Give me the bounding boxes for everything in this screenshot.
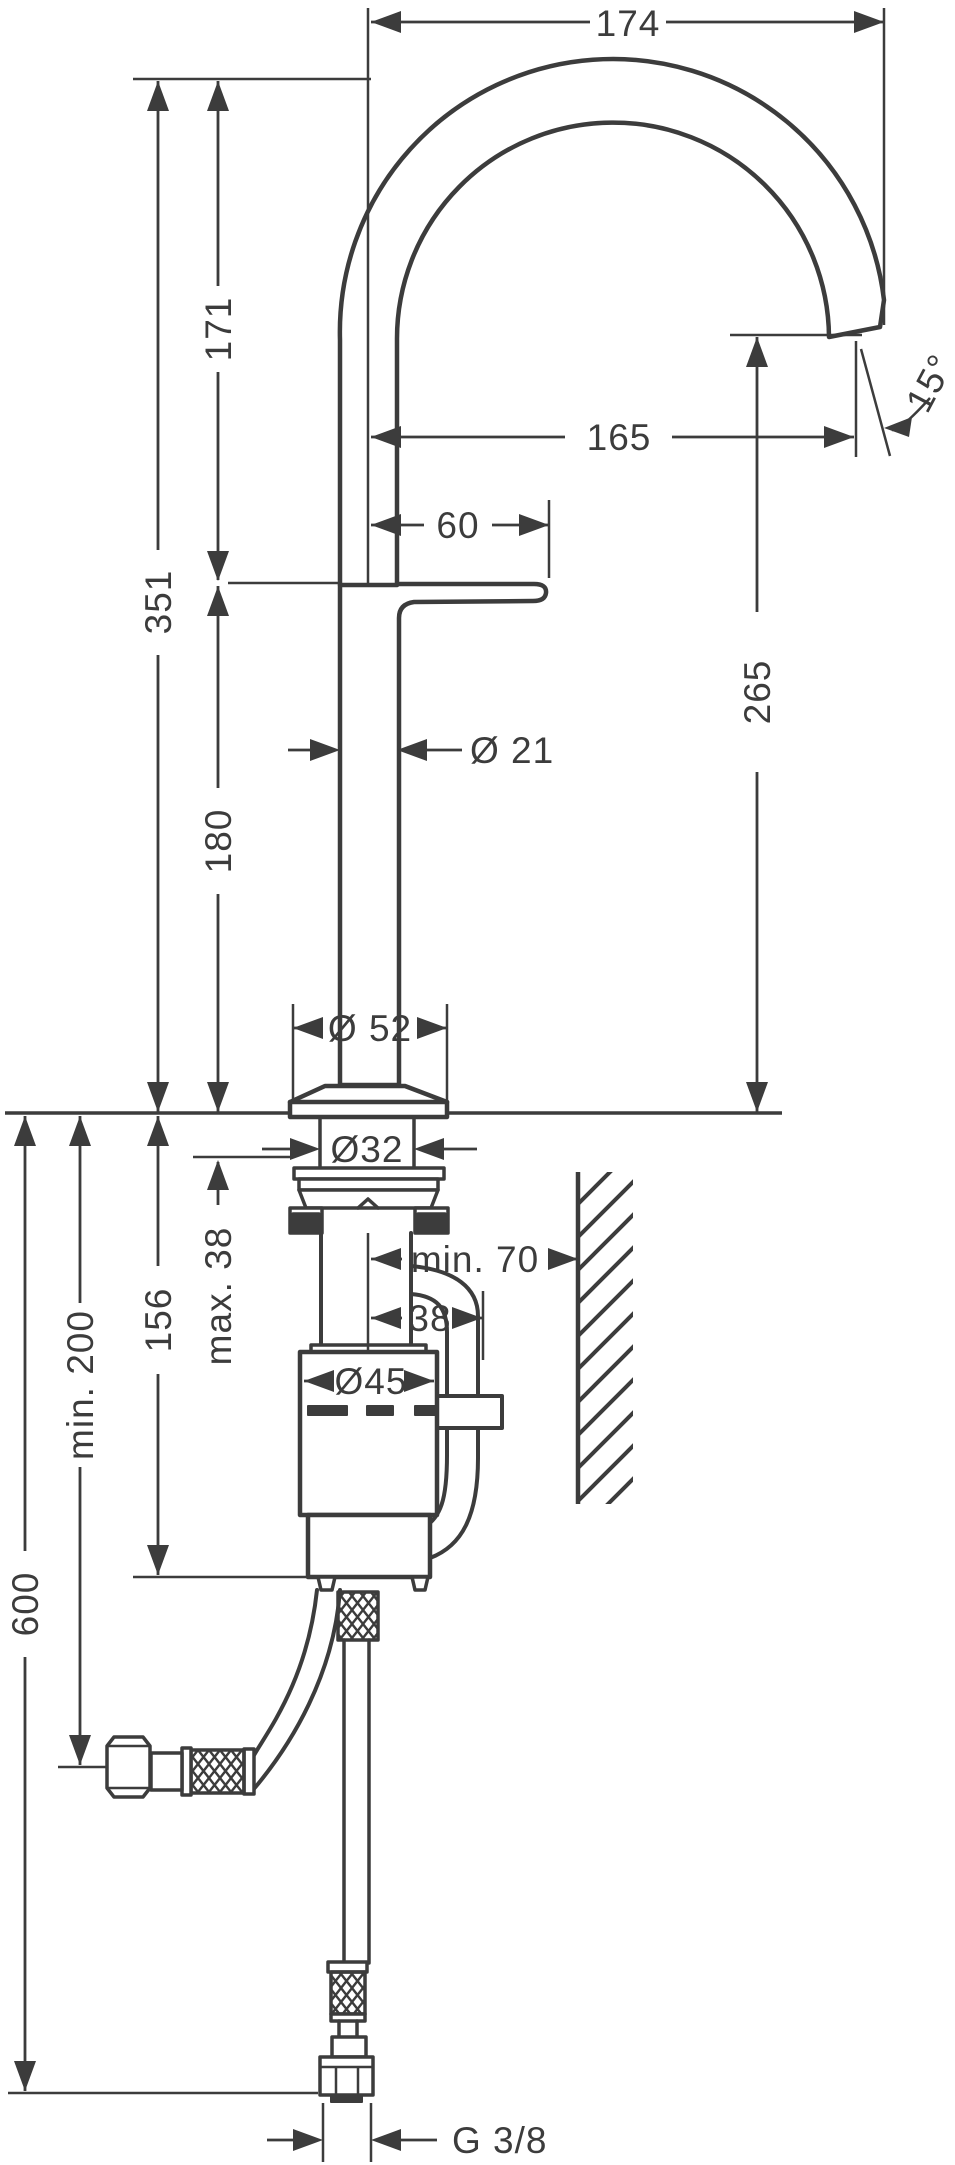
dim-dia52-label: Ø 52 bbox=[328, 1008, 412, 1049]
supply-hose bbox=[105, 1588, 342, 1799]
outlet-hose bbox=[318, 1590, 380, 2103]
dimension-dia32 bbox=[262, 1138, 477, 1160]
dim-165-label: 165 bbox=[587, 417, 652, 458]
dim-dia45-label: Ø45 bbox=[335, 1361, 408, 1402]
check-valve-hose bbox=[409, 1264, 504, 1560]
dim-38-label: 38 bbox=[408, 1298, 451, 1339]
dim-174-label: 174 bbox=[596, 3, 661, 44]
dim-g38-label: G 3/8 bbox=[452, 2120, 548, 2161]
dimension-g38 bbox=[267, 2103, 437, 2162]
dimension-max38 bbox=[193, 1155, 290, 1205]
dim-180-label: 180 bbox=[198, 809, 239, 874]
dim-min70-label: min. 70 bbox=[411, 1239, 539, 1280]
wall-hatch bbox=[579, 1172, 633, 1504]
dim-351-label: 351 bbox=[138, 570, 179, 635]
dimension-60 bbox=[371, 500, 551, 578]
dim-60-label: 60 bbox=[436, 505, 479, 546]
dimension-351 bbox=[147, 81, 169, 1112]
spout-and-handle-outline bbox=[337, 56, 887, 1088]
dimension-156 bbox=[133, 1116, 330, 1579]
dimension-min70 bbox=[366, 1233, 578, 1350]
wall-section bbox=[575, 1172, 633, 1504]
dimension-dia52 bbox=[291, 1004, 449, 1100]
dimension-15-degrees bbox=[859, 348, 931, 457]
dim-dia21-label: Ø 21 bbox=[470, 730, 554, 771]
dim-600-label: 600 bbox=[5, 1572, 46, 1637]
dim-156-label: 156 bbox=[138, 1288, 179, 1353]
dimension-174 bbox=[366, 8, 886, 583]
dimension-165 bbox=[371, 341, 858, 457]
dim-min200-label: min. 200 bbox=[60, 1310, 101, 1460]
dim-171-label: 171 bbox=[198, 297, 239, 362]
dim-15deg-label: 15° bbox=[898, 347, 955, 418]
dimension-265 bbox=[730, 333, 862, 1112]
dimension-min200 bbox=[58, 1116, 107, 1769]
shank-sleeve bbox=[318, 1115, 416, 1170]
dimension-dia45 bbox=[304, 1370, 434, 1392]
dimension-171 bbox=[207, 81, 338, 585]
dimension-dia21 bbox=[288, 739, 462, 761]
dim-dia32-label: Ø32 bbox=[331, 1129, 404, 1170]
dim-265-label: 265 bbox=[737, 660, 778, 725]
dimension-38 bbox=[371, 1291, 485, 1360]
dimension-600 bbox=[8, 1116, 318, 2095]
dimension-labels: 174 171 351 180 165 15° 60 265 Ø 21 Ø 52… bbox=[5, 3, 955, 2161]
dimension-180 bbox=[207, 586, 229, 1112]
dimension-lines bbox=[8, 8, 931, 2162]
dim-max38-label: max. 38 bbox=[198, 1227, 239, 1366]
mounting-hardware bbox=[288, 1166, 450, 1235]
faucet-outline bbox=[105, 56, 887, 2103]
